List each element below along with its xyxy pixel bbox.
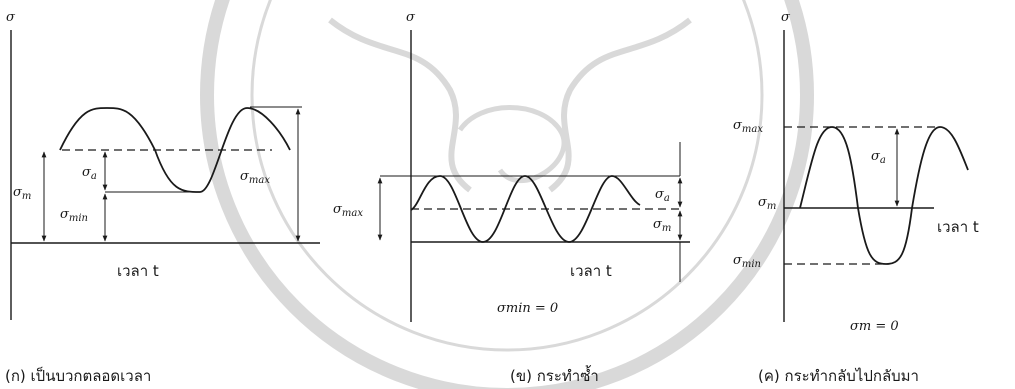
panel-c-time-label: เวลา t: [937, 218, 979, 236]
panel-a: σ σm σa σmin σmax เวลา t (ก) เป็นบวกตลอด…: [5, 10, 320, 385]
watermark-seal: [200, 0, 814, 389]
panel-a-sigma-axis-label: σ: [6, 10, 16, 25]
panel-a-sigma-min-label: σmin: [60, 207, 88, 224]
panel-a-stress-wave: [59, 107, 291, 193]
panel-b-condition: σmin = 0: [497, 301, 558, 316]
panel-c-sigma-a-label: σa: [871, 149, 886, 166]
panel-b-caption: (ข) กระทำซ้ำ: [510, 365, 599, 385]
panel-c-sigma-max-label: σmax: [733, 118, 763, 135]
panel-b-stress-wave: [410, 175, 641, 243]
panel-a-sigma-m-label: σm: [13, 185, 31, 202]
panel-b-sigma-max-label: σmax: [333, 202, 363, 219]
panel-b-sigma-a-label: σa: [655, 187, 670, 204]
panel-b-time-label: เวลา t: [570, 262, 612, 280]
panel-c-sigma-m-label: σm: [758, 195, 776, 212]
panel-c-sigma-axis-label: σ: [781, 10, 791, 25]
panel-c-sigma-min-label: σmin: [733, 253, 761, 270]
panel-c-caption: (ค) กระทำกลับไปกลับมา: [758, 367, 919, 385]
panel-c-stress-wave: [799, 126, 969, 265]
panel-c: σ σmax σa σm σmin เวลา t σm = 0 (ค) กระท…: [733, 10, 979, 385]
panel-a-sigma-a-label: σa: [82, 165, 97, 182]
panel-c-condition: σm = 0: [850, 319, 899, 334]
panel-b: σ σmax σa σm เวลา t σmin = 0 (ข) กระทำซ้…: [333, 10, 690, 385]
panel-b-sigma-axis-label: σ: [406, 10, 416, 25]
panel-b-sigma-m-label: σm: [653, 217, 671, 234]
panel-a-sigma-max-label: σmax: [240, 169, 270, 186]
panel-a-time-label: เวลา t: [117, 262, 159, 280]
panel-a-caption: (ก) เป็นบวกตลอดเวลา: [5, 366, 151, 385]
